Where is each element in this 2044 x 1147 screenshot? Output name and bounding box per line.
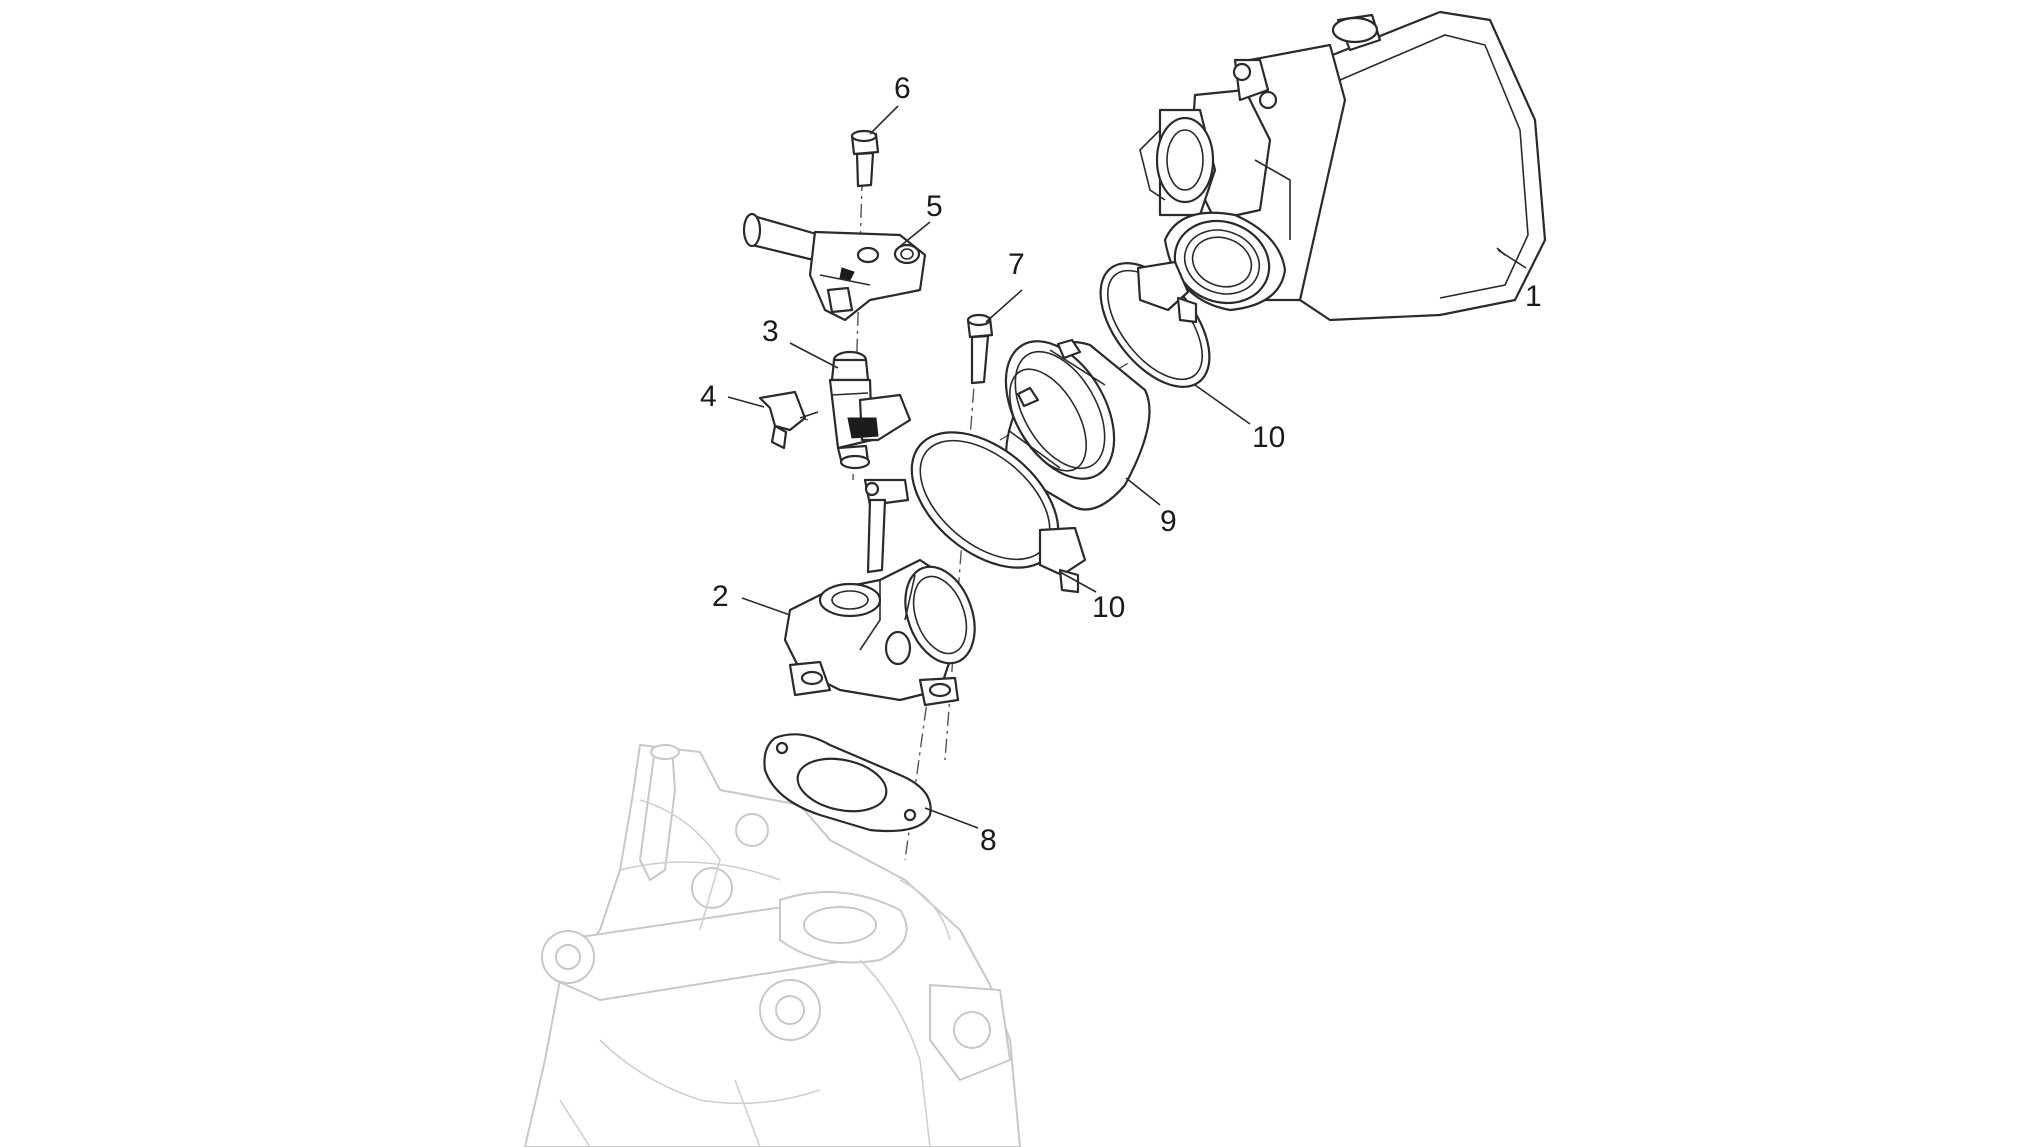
engine-cylinder-head [524,744,1021,1147]
callout-8: 8 [980,824,997,857]
bolt-7 [966,313,994,385]
leader-8 [924,807,979,829]
throttle-body [1139,10,1547,322]
bolt-6 [850,129,880,188]
leader-lines [727,105,1527,829]
callout-6: 6 [894,72,911,105]
fuel-injector [828,350,912,470]
hose-clamp-lower [910,431,1087,594]
leader-10a [1194,384,1251,425]
leader-5 [897,221,931,249]
intake-manifold [783,478,976,707]
callout-7: 7 [1008,248,1025,281]
callout-labels: 1 2 3 4 5 6 7 8 9 10 10 [700,72,1542,857]
leader-4 [727,396,765,408]
leader-9 [1125,477,1161,506]
callout-10-upper: 10 [1252,421,1285,454]
leader-10b [1059,571,1097,593]
leader-6 [869,105,899,135]
callout-9: 9 [1160,505,1177,538]
leader-2 [741,597,791,616]
callout-10-lower: 10 [1092,591,1125,624]
leader-1-path [1497,249,1527,269]
intake-sleeve [1004,338,1151,511]
leader-7 [985,289,1023,323]
injector-clip [758,390,819,450]
callout-2: 2 [712,580,729,613]
intake-gasket [763,733,932,833]
callout-1: 1 [1525,280,1542,313]
hose-clamp-upper [1099,260,1211,388]
leader-3 [789,342,839,369]
callout-3: 3 [762,315,779,348]
callout-4: 4 [700,380,717,413]
callout-5: 5 [926,190,943,223]
injector-holder [742,212,927,322]
